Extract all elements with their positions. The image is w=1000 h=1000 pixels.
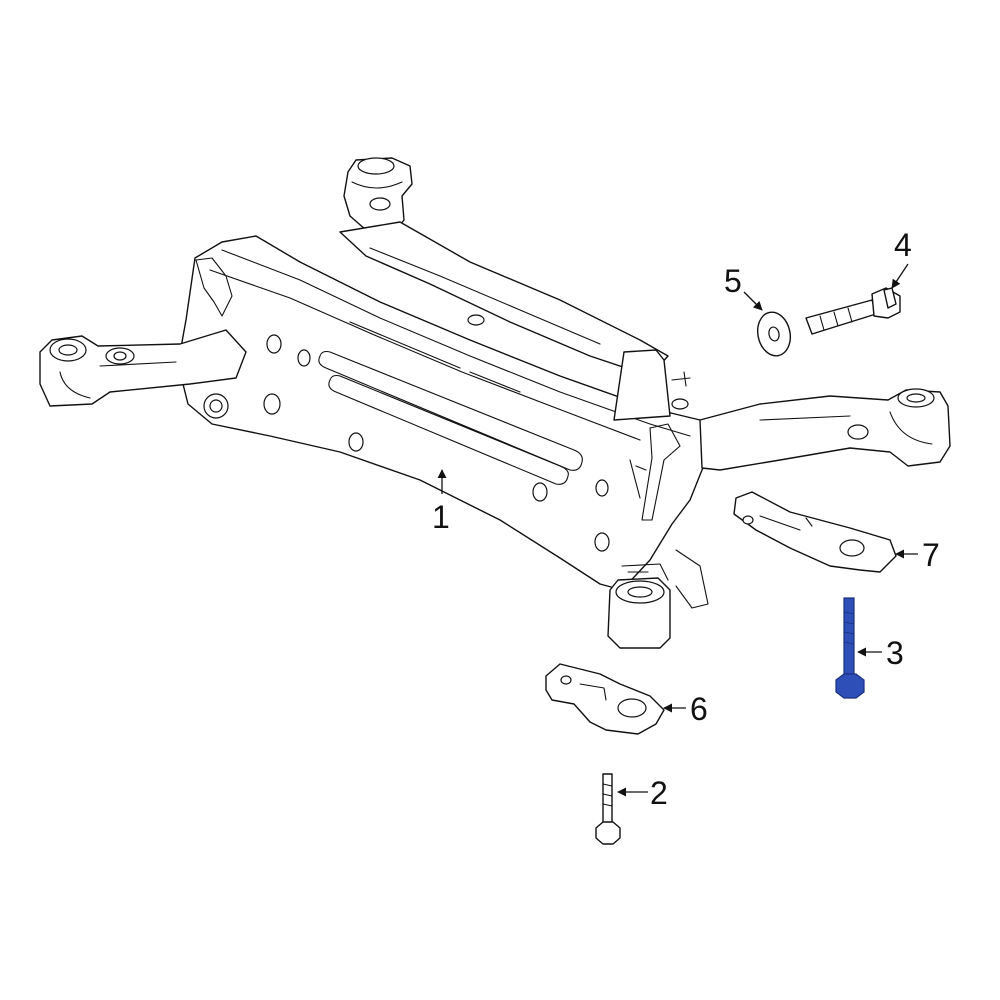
callout-2: 2 [650, 775, 668, 811]
bolt-part-2[interactable] [595, 773, 621, 845]
callout-6: 6 [690, 691, 708, 727]
callout-1: 1 [432, 499, 450, 535]
bolt-part-4[interactable] [805, 287, 901, 335]
callout-7: 7 [922, 537, 940, 573]
callout-3: 3 [886, 635, 904, 671]
washer-part-5[interactable] [754, 309, 794, 359]
callout-4: 4 [894, 227, 912, 263]
bracket-part-7[interactable] [733, 491, 897, 573]
leader-4 [891, 263, 909, 289]
subframe-part-1[interactable] [39, 157, 951, 649]
bracket-part-6[interactable] [545, 663, 665, 735]
bolt-part-3[interactable] [835, 597, 865, 699]
callout-5: 5 [724, 263, 742, 299]
leader-5 [743, 291, 763, 311]
